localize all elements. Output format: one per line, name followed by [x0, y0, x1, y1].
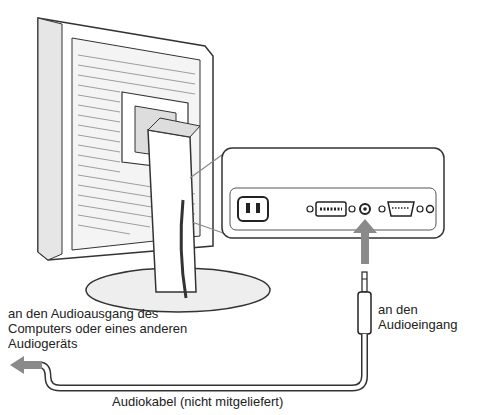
routed-cable — [181, 200, 186, 298]
dvi-port — [316, 202, 346, 216]
socket-pin — [256, 203, 260, 213]
vga-port — [388, 202, 414, 216]
insert-arrow — [353, 219, 377, 264]
audio-cable — [40, 334, 365, 388]
cable-caption: Audiokabel (nicht mitgeliefert) — [112, 394, 412, 409]
jack-hole — [363, 207, 367, 211]
output-arrow — [10, 356, 42, 374]
screw — [417, 206, 423, 212]
grill-line — [78, 65, 195, 84]
grill-line — [78, 105, 120, 112]
monitor-side — [38, 18, 62, 260]
callout-line — [190, 152, 226, 178]
connector-panel — [222, 148, 444, 238]
plug-ring — [362, 279, 367, 280]
stand-hinge — [148, 118, 200, 137]
screw — [349, 206, 355, 212]
dvi-pins — [320, 208, 342, 211]
grill-line — [78, 215, 150, 227]
grill-line — [78, 55, 195, 74]
vga-pins — [392, 207, 410, 209]
grill-line — [78, 225, 130, 234]
grill-line — [78, 145, 120, 152]
power-socket — [238, 197, 268, 221]
socket-pin — [246, 203, 250, 213]
stand-neck — [148, 130, 196, 292]
callout-line — [192, 222, 226, 234]
audio-jack — [360, 204, 370, 214]
plug-tip — [362, 272, 367, 292]
audio-cable-core — [40, 334, 365, 388]
input-note: an den Audioeingang — [378, 302, 482, 332]
grill-line — [78, 85, 120, 92]
grill-line — [78, 165, 120, 172]
output-note: an den Audioausgang des Computers oder e… — [8, 306, 208, 351]
grill-line — [78, 135, 120, 142]
screw — [379, 206, 385, 212]
grill-line — [78, 125, 120, 132]
grill-line — [78, 115, 120, 122]
grill-line — [78, 75, 195, 94]
panel-strip — [230, 188, 436, 230]
screw — [307, 206, 313, 212]
screw — [427, 206, 434, 213]
grill-line — [78, 155, 120, 162]
grill-line — [78, 95, 120, 102]
plug-body — [358, 292, 371, 334]
